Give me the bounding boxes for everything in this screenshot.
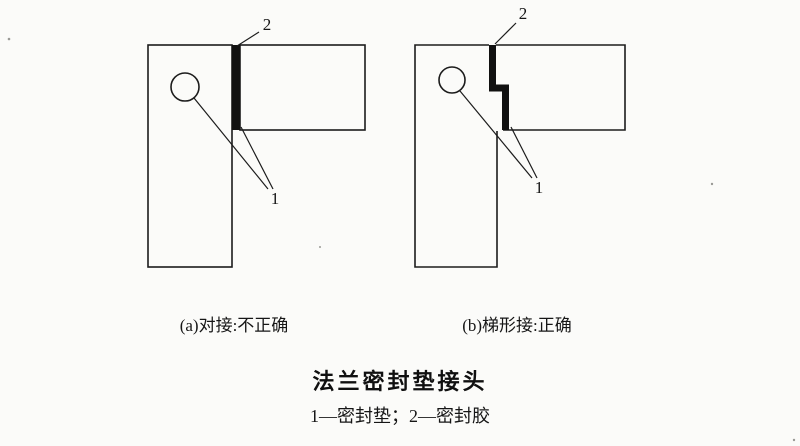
figure-b-stepped-joint: 2 1 <box>414 4 626 268</box>
leader-line-1-gasket-a <box>240 126 274 190</box>
leader-line-1-gasket-b <box>510 126 538 179</box>
leader-line-2-a <box>236 31 260 47</box>
gasket-step-b <box>489 45 509 130</box>
figure-a-butt-joint: 2 1 <box>147 15 366 268</box>
leader-line-1-hole-a <box>193 97 269 190</box>
vertical-flange-a <box>147 44 233 268</box>
leader-line-2-b <box>494 22 517 45</box>
vertical-flange-b <box>414 44 498 268</box>
part-label-1-a: 1 <box>271 189 280 208</box>
diagram-title: 法兰密封垫接头 <box>312 369 487 394</box>
scan-specks <box>7 37 796 442</box>
bolt-hole-b <box>438 66 466 94</box>
gasket-bar-a <box>232 45 240 130</box>
part-label-2-a: 2 <box>263 15 272 34</box>
caption-figure-a: (a)对接:不正确 <box>180 316 289 335</box>
leader-line-1-hole-b <box>459 90 533 179</box>
caption-figure-b: (b)梯形接:正确 <box>462 316 572 335</box>
part-label-2-b: 2 <box>519 4 528 23</box>
horizontal-flange-b <box>496 44 626 131</box>
part-label-1-b: 1 <box>535 178 544 197</box>
diagram-legend: 1—密封垫；2—密封胶 <box>310 406 490 426</box>
bolt-hole-a <box>170 72 200 102</box>
horizontal-flange-a <box>239 44 366 131</box>
